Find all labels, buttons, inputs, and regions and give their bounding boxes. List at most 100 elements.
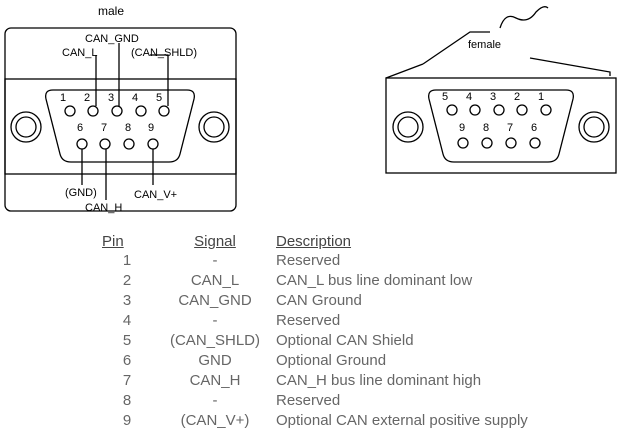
description-cell: Reserved bbox=[276, 312, 341, 329]
male-pin-number: 9 bbox=[148, 122, 154, 134]
signal-cell: GND bbox=[198, 352, 232, 369]
table-row: 6 GND Optional Ground bbox=[100, 351, 528, 371]
header-pin: Pin bbox=[102, 232, 124, 250]
female-connector bbox=[385, 6, 617, 174]
pin-cell: 5 bbox=[122, 332, 132, 349]
male-title: male bbox=[98, 4, 124, 18]
female-socket-5 bbox=[446, 104, 458, 116]
description-cell: CAN_H bus line dominant high bbox=[276, 372, 482, 389]
male-pin-2 bbox=[87, 105, 99, 117]
male-pin-number: 3 bbox=[108, 92, 114, 104]
female-mount-hole-right bbox=[578, 111, 610, 143]
description-cell: Optional CAN external positive supply bbox=[276, 412, 528, 429]
female-d-shell bbox=[428, 89, 574, 163]
male-pin-number: 6 bbox=[77, 122, 83, 134]
pin-cell: 1 bbox=[122, 252, 132, 269]
male-pin-3 bbox=[111, 105, 123, 117]
header-description: Description bbox=[276, 232, 352, 250]
male-mount-hole-right bbox=[198, 111, 230, 143]
table-row: 2 CAN_L CAN_L bus line dominant low bbox=[100, 271, 528, 291]
female-panel-edge-right bbox=[529, 57, 611, 76]
description-cell: Reserved bbox=[276, 252, 341, 269]
female-pin-number: 6 bbox=[531, 122, 537, 134]
female-pin-number: 7 bbox=[507, 122, 513, 134]
pin-cell: 7 bbox=[122, 372, 132, 389]
female-pin-number: 3 bbox=[490, 91, 496, 103]
table-row: 9 (CAN_V+) Optional CAN external positive … bbox=[100, 411, 528, 431]
description-cell: Optional CAN Shield bbox=[276, 332, 414, 349]
description-cell: Optional Ground bbox=[276, 352, 387, 369]
female-pin-number: 4 bbox=[466, 91, 472, 103]
male-pin-number: 2 bbox=[84, 92, 90, 104]
table-row: 5 (CAN_SHLD) Optional CAN Shield bbox=[100, 331, 528, 351]
male-pin-number: 8 bbox=[125, 122, 131, 134]
male-pin-number: 7 bbox=[101, 122, 107, 134]
male-pin-number: 5 bbox=[156, 92, 162, 104]
female-mount-hole-left bbox=[392, 111, 424, 143]
female-cable bbox=[499, 6, 549, 29]
description-cell: CAN Ground bbox=[276, 292, 362, 309]
label-can-shld: (CAN_SHLD) bbox=[131, 47, 197, 59]
pin-cell: 6 bbox=[122, 352, 132, 369]
female-socket-8 bbox=[481, 137, 493, 149]
table-row: 4 - Reserved bbox=[100, 311, 528, 331]
female-socket-6 bbox=[529, 137, 541, 149]
signal-cell: (CAN_SHLD) bbox=[169, 332, 260, 349]
pin-cell: 4 bbox=[122, 312, 132, 329]
signal-cell: CAN_GND bbox=[178, 292, 252, 309]
label-can-gnd: CAN_GND bbox=[85, 33, 139, 45]
female-shell bbox=[385, 77, 617, 174]
signal-cell: (CAN_V+) bbox=[180, 412, 250, 429]
table-row: 3 CAN_GND CAN Ground bbox=[100, 291, 528, 311]
female-pin-number: 9 bbox=[459, 122, 465, 134]
male-mount-hole-right-inner bbox=[203, 116, 225, 138]
female-socket-3 bbox=[493, 104, 505, 116]
female-pin-number: 1 bbox=[538, 91, 544, 103]
male-pin-number: 1 bbox=[60, 92, 66, 104]
female-socket-4 bbox=[469, 104, 481, 116]
pin-cell: 8 bbox=[122, 392, 132, 409]
male-connector: male bbox=[4, 4, 237, 212]
female-pin-number: 8 bbox=[483, 122, 489, 134]
connector-diagram: male CAN_GND CAN_L (CAN_SHLD) bbox=[4, 4, 617, 214]
female-socket-9 bbox=[457, 137, 469, 149]
male-pin-number: 4 bbox=[132, 92, 138, 104]
header-signal: Signal bbox=[194, 232, 236, 250]
female-socket-7 bbox=[505, 137, 517, 149]
description-cell: CAN_L bus line dominant low bbox=[276, 272, 473, 289]
table-row: 7 CAN_H CAN_H bus line dominant high bbox=[100, 371, 528, 391]
signal-cell: CAN_L bbox=[190, 272, 240, 289]
male-pin-4 bbox=[135, 105, 147, 117]
table-row: 8 - Reserved bbox=[100, 391, 528, 411]
table-row: 1 - Reserved bbox=[100, 251, 528, 271]
signal-cell: - bbox=[212, 312, 218, 329]
male-mount-hole-left bbox=[10, 111, 42, 143]
signal-cell: - bbox=[212, 392, 218, 409]
male-pin-1 bbox=[64, 105, 76, 117]
female-mount-hole-left-inner bbox=[397, 116, 419, 138]
pin-cell: 9 bbox=[122, 412, 132, 429]
male-pin-5 bbox=[158, 105, 170, 117]
female-pin-number: 2 bbox=[514, 91, 520, 103]
female-shell-top-left bbox=[385, 63, 424, 79]
signal-cell: CAN_H bbox=[189, 372, 241, 389]
male-pin-9 bbox=[147, 138, 159, 150]
pin-cell: 3 bbox=[122, 292, 132, 309]
wire-can-shld bbox=[150, 54, 169, 106]
pin-assignment-table: Pin Signal Description 1 - Reserved 2 CAN_L C… bbox=[100, 231, 528, 431]
female-socket-1 bbox=[540, 104, 552, 116]
female-mount-hole-right-inner bbox=[583, 116, 605, 138]
male-mount-hole-left-inner bbox=[15, 116, 37, 138]
male-pin-8 bbox=[123, 138, 135, 150]
table-header-row: Pin Signal Description bbox=[100, 231, 528, 251]
pin-cell: 2 bbox=[122, 272, 132, 289]
male-d-shell bbox=[45, 89, 195, 163]
description-cell: Reserved bbox=[276, 392, 341, 409]
signal-cell: - bbox=[212, 252, 218, 269]
female-title: female bbox=[468, 39, 501, 51]
label-gnd: (GND) bbox=[65, 187, 97, 199]
female-pin-number: 5 bbox=[442, 91, 448, 103]
label-can-h: CAN_H bbox=[85, 202, 122, 214]
male-pin-7 bbox=[99, 138, 111, 150]
male-shell bbox=[4, 78, 237, 175]
